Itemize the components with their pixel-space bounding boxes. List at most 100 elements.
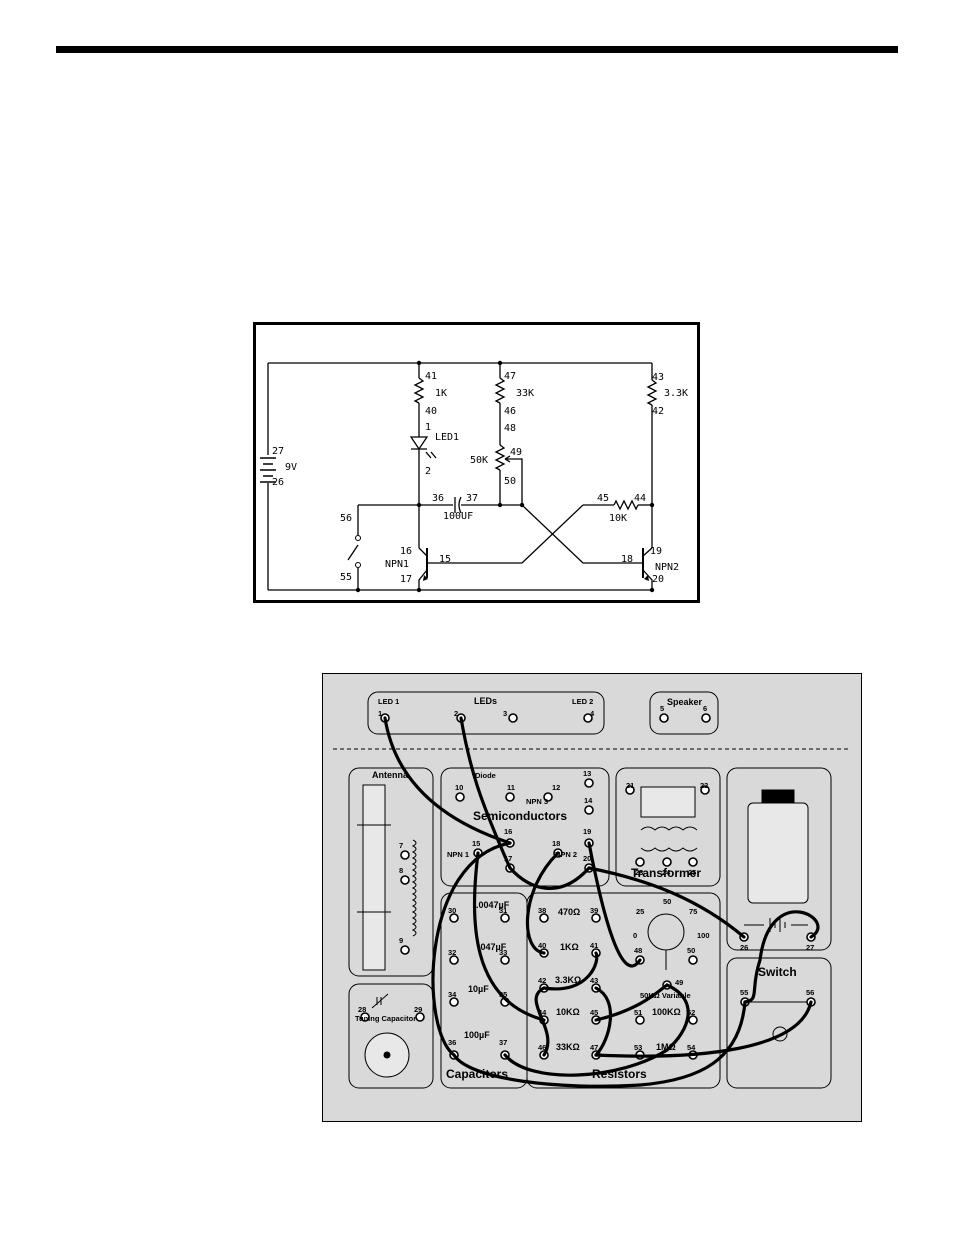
wire-43-47 [594,986,612,1057]
term-50: 50 [687,946,695,955]
r2-value: 33K [516,388,534,399]
resistor-10k [613,499,639,511]
term-25: 25 [688,868,696,877]
cap-pos-label: 37 [466,493,478,504]
npn2-label: NPN 2 [555,850,577,859]
q1-c-label: 16 [400,546,412,557]
cap-c4: 100µF [464,1030,490,1040]
q1-e-label: 17 [400,574,412,585]
pot-scale-25: 25 [636,907,644,916]
antenna-coil [411,839,417,937]
pot-scale-100: 100 [697,931,710,940]
term-8: 8 [399,866,403,875]
npn1-symbol [418,547,440,590]
circuit-schematic: 27 9V 26 41 1K 40 1 LED1 2 47 33K 46 48 … [253,322,700,603]
cap-neg-label: 36 [432,493,444,504]
term-7: 7 [399,841,403,850]
switch-title: Switch [758,965,797,979]
q2-c-label: 19 [650,546,662,557]
term-15: 15 [472,839,480,848]
wire-17-20 [508,866,591,891]
led1-symbol [409,436,429,451]
board-svg: LED 1 LED 2 1 2 3 4 5 6 7 8 9 28 29 Tuni… [333,691,850,1089]
wire-56-47 [594,1000,813,1058]
pot-scale-75: 75 [689,907,697,916]
r2-top-label: 47 [504,371,516,382]
term-12: 12 [552,783,560,792]
r3-top-label: 43 [652,372,664,383]
battery-neg-label: 26 [272,477,284,488]
term-5: 5 [660,704,664,713]
term-13: 13 [583,769,591,778]
pot-scale-0: 0 [633,931,637,940]
cap-plate-2 [458,496,462,514]
term-45: 45 [590,1008,598,1017]
cap-c3: 10µF [468,984,489,994]
r2-bottom-label: 46 [504,406,516,417]
speaker-panel [649,691,719,735]
npn1-label: NPN 1 [447,850,469,859]
wire-45-49 [594,983,669,1022]
transformer-graphic [640,786,696,818]
term-20: 20 [583,854,591,863]
leds-title: LEDs [474,696,497,706]
res-100k: 100KΩ [652,1007,681,1017]
r4-value: 10K [609,513,627,524]
pot-graphic [647,913,685,951]
pot-scale-50: 50 [663,897,671,906]
led-cathode-label: 2 [425,466,431,477]
term-21: 21 [626,781,634,790]
semis-panel [440,767,610,887]
cap-c1: .0047µF [476,900,510,910]
term-37: 37 [499,1038,507,1047]
wire-36-16 [431,841,512,1057]
term-33: 33 [499,948,507,957]
term-4: 4 [590,709,595,718]
wire-19-48 [587,841,642,968]
resistor-1k [413,377,425,404]
pot-value: 50K [470,455,488,466]
wire-27-55 [743,910,820,1004]
wire-1-16 [383,716,512,845]
term-54: 54 [687,1043,696,1052]
term-14: 14 [584,796,593,805]
term-31: 31 [499,906,507,915]
tuning-label: Tuning Capacitor [355,1014,416,1023]
pot-variable-label: 50KΩ Variable [640,991,691,1000]
term-41: 41 [590,941,598,950]
transformer-title: Transformer [631,866,701,880]
battery-panel [726,767,832,951]
tuning-panel [348,983,434,1089]
r3-bottom-label: 42 [652,406,664,417]
term-9: 9 [399,936,403,945]
resistor-3k3 [646,379,658,406]
switch-panel [726,957,832,1089]
q2-b-label: 18 [621,554,633,565]
wire-20-26 [587,866,746,939]
wire-42-41 [542,951,599,991]
battery-symbol [260,457,276,483]
res-3k3: 3.3KΩ [555,975,581,985]
resistors-title: Resistors [592,1067,647,1081]
term-42: 42 [538,976,546,985]
term-51: 51 [634,1008,642,1017]
q1-name: NPN1 [385,559,409,570]
resistors-panel [526,892,721,1089]
antenna-title: Antenna [372,770,409,780]
term-18: 18 [552,839,560,848]
resistor-33k [494,377,506,404]
npn3-label: NPN 3 [526,797,548,806]
wires [383,716,820,1088]
term-46: 46 [538,1043,546,1052]
cross-wire-1 [521,504,615,564]
switch-bottom-label: 55 [340,572,352,583]
term-19: 19 [583,827,591,836]
r3-value: 3.3K [664,388,688,399]
led-anode-label: 1 [425,422,431,433]
pot-bottom-label: 50 [504,476,516,487]
capacitors-title: Capacitors [446,1067,508,1081]
term-38: 38 [538,906,546,915]
potentiometer-50k [494,444,506,471]
wire-18-40 [525,851,560,955]
pot-wiper-label: 49 [510,447,522,458]
